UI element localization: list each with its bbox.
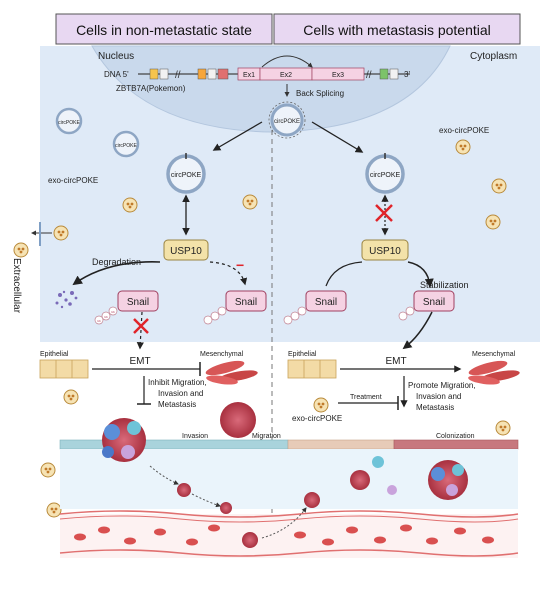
usp10-left-label: USP10 [170, 246, 202, 257]
outcome-right-1: Promote Migration, [408, 381, 476, 390]
circpoke-left: circPOKE [166, 153, 206, 194]
membrane-left [59, 439, 289, 450]
epithelial-right-label: Epithelial [288, 351, 317, 358]
usp10-left: USP10 [163, 239, 209, 261]
outcome-right-2: Invasion and [416, 392, 461, 401]
dna-end-label: 3' [404, 70, 410, 79]
migration-path-1 [149, 465, 179, 485]
svg-text://: // [175, 70, 181, 81]
gene-name: ZBTB7A(Pokemon) [116, 84, 186, 93]
dna-label: DNA 5' [104, 70, 129, 79]
circpoke-small-2-label: circPOKE [115, 143, 137, 149]
block-cross-left [133, 318, 149, 334]
emt-left: Epithelial EMT Mesenchymal [39, 351, 258, 385]
emt-left-label: EMT [129, 356, 150, 367]
cytoplasm-label: Cytoplasm [470, 51, 517, 62]
invasion-label: Invasion [182, 433, 208, 440]
colonization-label: Colonization [436, 433, 475, 440]
block-cross-right [375, 204, 393, 222]
snail-right-2: Snail [413, 290, 455, 312]
header-left-label: Cells in non-metastatic state [76, 22, 252, 38]
export-arrow-left [212, 121, 263, 151]
circpoke-nuclear: circPOKE [268, 101, 306, 139]
ub-chain-left-2 [203, 306, 227, 325]
snail-right-1: Snail [305, 290, 347, 312]
header-right: Cells with metastasis potential [273, 13, 521, 45]
snail-emt-dashed-left [136, 311, 144, 350]
ub-left-3-label: Ub [97, 319, 101, 323]
stabilization-label: Stabilization [420, 280, 469, 290]
membrane-right-a [287, 439, 395, 450]
exon-1-label: Ex1 [243, 72, 255, 79]
ub-chain-left [94, 306, 118, 325]
exo-circpoke-label-right: exo-circPOKE [439, 126, 489, 135]
ctc-cells [177, 483, 320, 548]
mesenchymal-left-label: Mesenchymal [200, 351, 244, 358]
usp10-right: USP10 [361, 239, 409, 261]
migration-path-2 [191, 493, 221, 508]
extracellular-label: Extracellular [11, 258, 22, 314]
outcome-left-2: Invasion and [158, 389, 203, 398]
treatment-label: Treatment [350, 394, 382, 401]
circpoke-small-1: circPOKE [55, 107, 83, 135]
gene-locus: DNA 5' 3' // Ex1 Ex2 Ex3 // ZBTB7A(Pokem… [104, 55, 410, 98]
circpoke-left-label: circPOKE [171, 172, 202, 179]
mesenchymal-right-label: Mesenchymal [472, 351, 516, 358]
circpoke-right-label: circPOKE [370, 172, 401, 179]
degraded-fragments [55, 290, 78, 309]
outcome-right-3: Metastasis [416, 403, 454, 412]
ub-left-2-label: Ub [104, 315, 108, 319]
exon-2-label: Ex2 [280, 72, 292, 79]
snail-right-1-label: Snail [315, 297, 337, 308]
exosome-group [13, 139, 511, 518]
snail-left-2-label: Snail [235, 297, 257, 308]
primary-tumor-left [102, 418, 146, 462]
degradation-label: Degradation [92, 257, 141, 267]
degradation-arrow [72, 261, 161, 286]
red-blood-cells [74, 524, 494, 546]
circpoke-nuclear-label: circPOKE [274, 119, 300, 125]
header-left: Cells in non-metastatic state [55, 13, 273, 45]
exon-3-label: Ex3 [332, 72, 344, 79]
stabilization-arrow [407, 261, 434, 288]
exo-circpoke-treatment-label: exo-circPOKE [292, 414, 342, 423]
usp10-snail-line-right [325, 261, 363, 287]
blood-vessel [60, 514, 518, 558]
header-right-label: Cells with metastasis potential [303, 22, 491, 38]
outcome-left-3: Metastasis [158, 400, 196, 409]
circpoke-right: circPOKE [365, 153, 405, 194]
usp10-right-label: USP10 [369, 246, 401, 257]
ub-chain-right-2 [398, 306, 415, 321]
export-arrow-right [311, 121, 364, 153]
nucleus-label: Nucleus [98, 51, 134, 62]
back-splicing-label: Back Splicing [296, 89, 344, 98]
epithelial-left-label: Epithelial [40, 351, 69, 358]
exo-circpoke-label-left: exo-circPOKE [48, 176, 98, 185]
svg-text://: // [366, 70, 372, 81]
membrane-right-b [393, 439, 519, 450]
inhibit-sign: − [236, 257, 244, 273]
emt-right: Epithelial EMT Mesenchymal [287, 351, 520, 385]
migration-label: Migration [252, 433, 281, 440]
circpoke-small-1-label: circPOKE [58, 120, 80, 126]
snail-left-1-label: Snail [127, 297, 149, 308]
metastatic-colony [350, 456, 468, 500]
snail-left-2: Snail [225, 290, 267, 312]
usp10-snail-dashed-left [209, 261, 248, 286]
tumor-migrating [220, 402, 256, 438]
snail-left-1: Snail [117, 290, 159, 312]
snail-right-2-label: Snail [423, 297, 445, 308]
ub-left-1-label: Ub [111, 310, 115, 314]
outcome-left-1: Inhibit Migration, [148, 378, 207, 387]
emt-right-label: EMT [385, 356, 406, 367]
ub-chain-right [283, 306, 307, 325]
migration-path-3 [261, 507, 307, 539]
snail-emt-arrow-right [402, 311, 433, 350]
circpoke-small-2: circPOKE [112, 130, 140, 158]
